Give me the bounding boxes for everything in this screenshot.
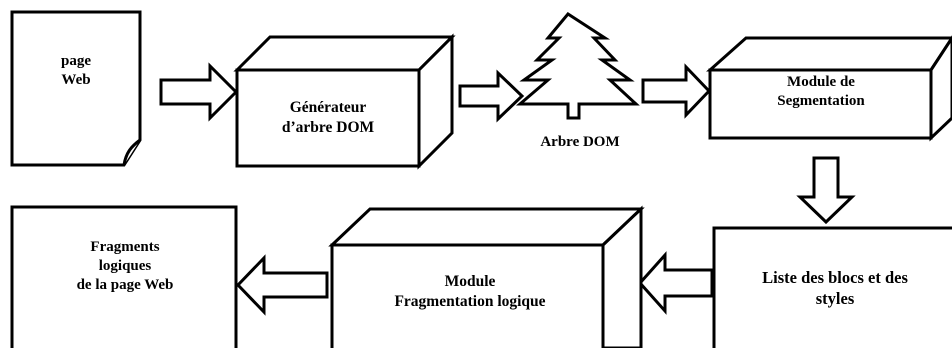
page-web-label-line-1: page [61,53,91,69]
dom-tree-label: Arbre DOM [515,133,645,152]
segmentation-label-line-2: Segmentation [777,93,865,110]
fragments-label-line-2: logiques [98,258,152,275]
blocks-list-label: Liste des blocs et des styles [718,267,952,309]
dom-tree-label-text: Arbre DOM [540,134,620,150]
page-web-document-fold [122,138,141,166]
fragmentation-label: Module Fragmentation logique [352,272,588,312]
tree-icon [515,12,640,120]
arrow-generator-to-tree [458,69,525,123]
fragmentation-box-front [330,243,605,348]
generator-label-line-2: d’arbre DOM [281,118,375,136]
fragments-label-line-1: Fragments [90,239,160,255]
page-web-label: page Web [40,52,112,90]
fragments-box [10,205,238,348]
arrow-list-to-fragmentation [637,251,714,315]
arrow-segmentation-to-list [796,156,856,225]
fragmentation-label-line-2: Fragmentation logique [394,292,546,310]
blocks-list-label-line-1: Liste des blocs et des [762,268,908,287]
blocks-list-box [712,226,952,348]
fragmentation-box-top [328,207,645,247]
fragmentation-label-line-1: Module [444,273,496,290]
arrow-page-to-generator [159,62,239,122]
generator-label: Générateur d’arbre DOM [248,98,408,138]
fragments-label-line-3: de la page Web [76,277,174,294]
generator-box-side [417,33,454,170]
segmentation-label-line-1: Module de [787,74,855,90]
arrow-tree-to-segmentation [641,63,712,119]
fragments-label: Fragments logiques de la page Web [30,238,220,296]
page-web-label-line-2: Web [61,72,91,89]
segmentation-box-side [929,35,952,142]
arrow-fragmentation-to-fragments [235,254,329,316]
segmentation-box-top [706,36,952,72]
generator-box-top [233,35,456,72]
blocks-list-label-line-2: styles [815,289,855,309]
segmentation-label: Module de Segmentation [726,73,916,111]
generator-label-line-1: Générateur [289,99,367,116]
